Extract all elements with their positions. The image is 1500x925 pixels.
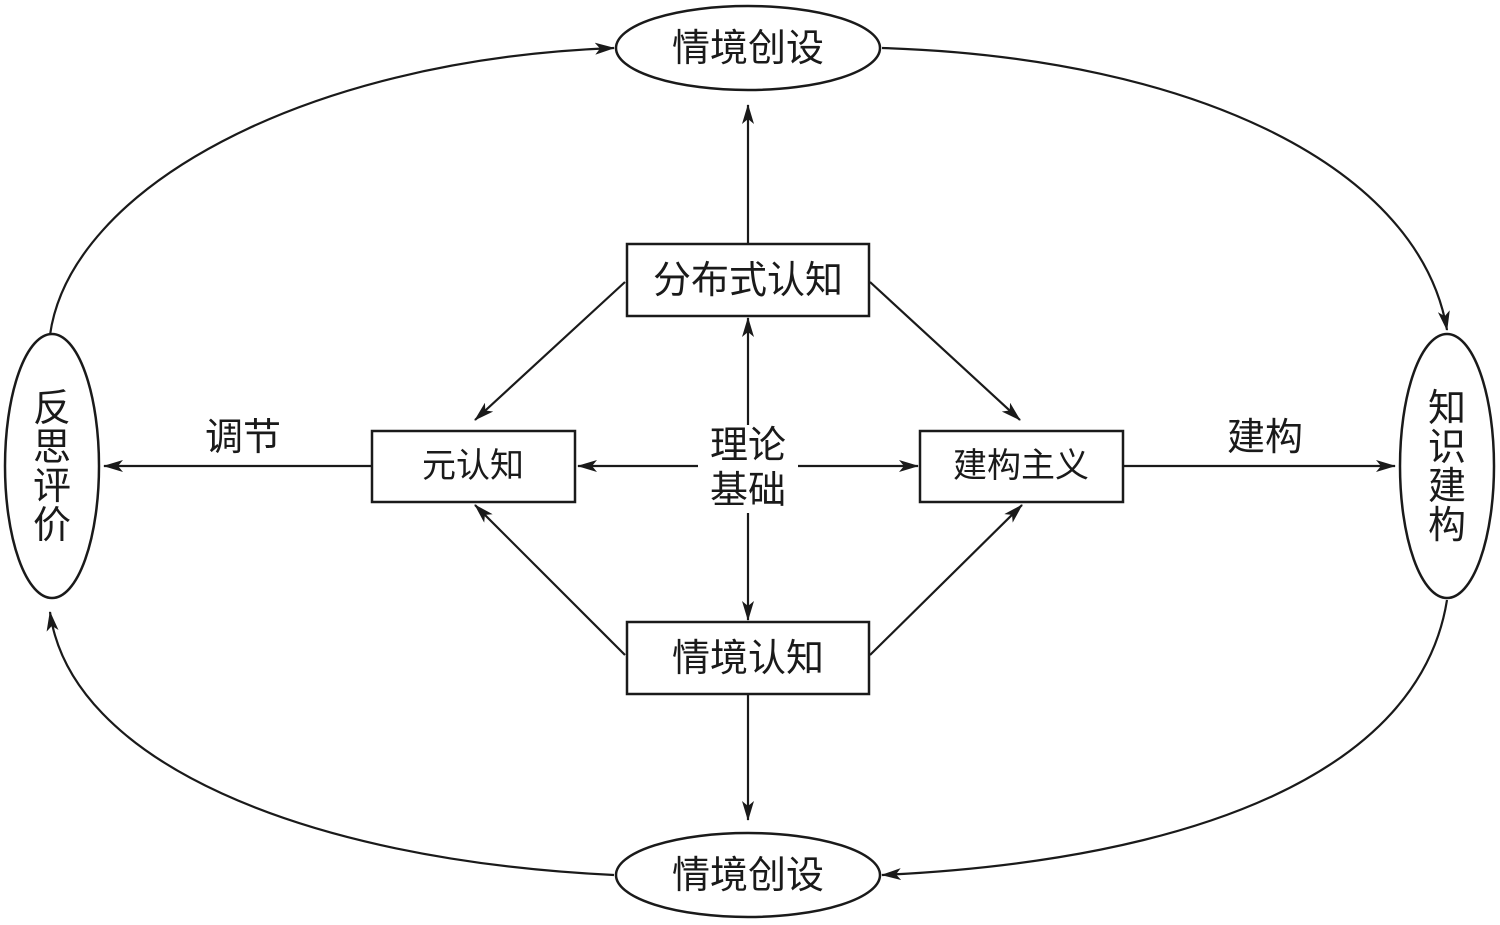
node-top-situation-design: 情境创设 (614, 4, 882, 92)
node-top-label: 情境创设 (672, 26, 824, 70)
edge-situated-to-meta (474, 504, 626, 656)
node-right-char-4: 构 (1428, 503, 1466, 547)
edge-label-regulation: 调节 (205, 415, 281, 459)
edge-distributed-to-meta (474, 281, 626, 421)
node-left-char-4: 价 (33, 503, 71, 547)
node-distributed-cognition: 分布式认知 (625, 242, 871, 318)
node-constructivism: 建构主义 (918, 429, 1125, 504)
edge-top-to-knowledge (881, 46, 1450, 331)
node-meta-label: 元认知 (422, 446, 524, 486)
node-left-char-3: 评 (33, 464, 71, 508)
theory-basis-label: 理论 基础 (698, 423, 798, 513)
node-knowledge-construction: 知 识 建 构 (1398, 332, 1496, 600)
node-bottom-label: 情境创设 (672, 853, 824, 897)
edge-reflect-to-top (48, 42, 615, 336)
node-situated-label: 情境认知 (672, 636, 824, 680)
node-bottom-situation-design: 情境创设 (614, 831, 882, 919)
node-situated-cognition: 情境认知 (625, 620, 871, 696)
node-constructivism-label: 建构主义 (953, 446, 1089, 486)
node-right-char-2: 识 (1428, 425, 1466, 469)
edge-bottom-to-reflect (46, 611, 615, 877)
edge-distributed-to-constructivism (869, 281, 1021, 421)
edge-label-construction: 建构 (1227, 415, 1303, 459)
node-distributed-label: 分布式认知 (653, 258, 843, 302)
node-right-char-3: 建 (1428, 464, 1466, 508)
theory-basis-line-2: 基础 (710, 468, 786, 512)
edge-situated-to-constructivism (869, 504, 1023, 656)
theory-basis-line-1: 理论 (710, 423, 786, 467)
node-reflection-evaluation: 反 思 评 价 (3, 332, 101, 600)
node-metacognition: 元认知 (370, 429, 577, 504)
node-left-char-1: 反 (33, 386, 71, 430)
node-right-char-1: 知 (1428, 386, 1466, 430)
edge-knowledge-to-bottom (881, 599, 1449, 881)
node-left-char-2: 思 (33, 425, 71, 469)
